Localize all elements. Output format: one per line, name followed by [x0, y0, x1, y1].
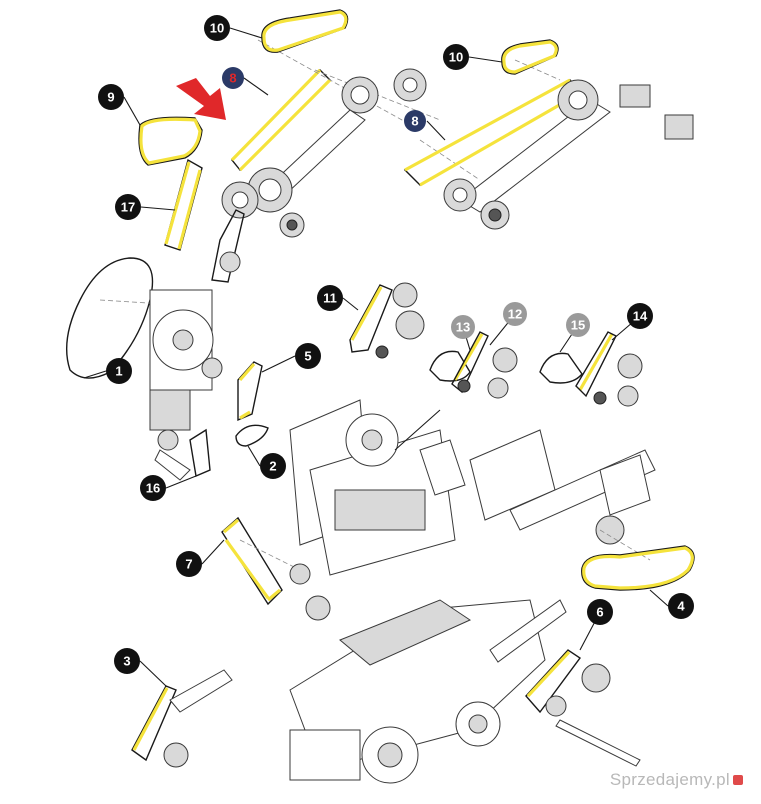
- callout-7: 7: [176, 551, 202, 577]
- callout-label: 4: [677, 599, 685, 614]
- callout-2: 2: [260, 453, 286, 479]
- belt-4: [581, 545, 695, 591]
- watermark-text: Sprzedajemy: [609, 770, 712, 789]
- callout-8-top-right: 8: [404, 110, 426, 132]
- combine-harvester: [289, 599, 567, 784]
- belt-17: [164, 158, 203, 251]
- belt-3: [131, 669, 233, 768]
- callout-label: 17: [121, 200, 135, 215]
- callout-label: 2: [269, 459, 276, 474]
- callout-label: 10: [449, 50, 463, 65]
- assembly-middle-left: [65, 257, 223, 481]
- belt-9: [138, 116, 203, 166]
- assembly-top-right: [403, 59, 694, 230]
- red-arrow-icon: [176, 78, 226, 120]
- watermark-suffix: .pl: [711, 770, 730, 789]
- callout-11: 11: [317, 285, 343, 311]
- callout-label: 13: [456, 320, 470, 335]
- callout-9: 9: [98, 84, 124, 110]
- assembly-11: [349, 282, 425, 359]
- belt-7: [221, 516, 331, 621]
- belt-5: [237, 361, 263, 422]
- callout-1: 1: [106, 358, 132, 384]
- callout-3: 3: [114, 648, 140, 674]
- callout-label: 8: [411, 114, 418, 129]
- callout-label: 9: [107, 90, 114, 105]
- belt-10-top-right: [501, 39, 559, 75]
- callout-17: 17: [115, 194, 141, 220]
- belt-10-top: [261, 9, 349, 53]
- watermark: Sprzedajemy.pl: [610, 770, 743, 790]
- watermark-logo-icon: [733, 775, 743, 785]
- callout-15: 15: [566, 313, 590, 337]
- callout-label: 10: [210, 21, 224, 36]
- chassis-assembly: [509, 449, 656, 561]
- assembly-14-15: [539, 331, 643, 407]
- callout-13: 13: [451, 315, 475, 339]
- callout-label: 8: [229, 71, 236, 86]
- callout-label: 7: [185, 557, 192, 572]
- callout-label: 14: [633, 309, 648, 324]
- callout-5: 5: [295, 343, 321, 369]
- callout-4: 4: [668, 593, 694, 619]
- callout-label: 5: [304, 349, 311, 364]
- belt-6: [525, 649, 641, 767]
- callout-6: 6: [587, 599, 613, 625]
- callout-10-top: 10: [204, 15, 230, 41]
- callout-label: 12: [508, 307, 522, 322]
- engine-assembly: [289, 399, 556, 576]
- belt-2: [235, 424, 269, 447]
- assembly-top-left: [211, 39, 441, 283]
- callout-12: 12: [503, 302, 527, 326]
- callout-label: 16: [146, 481, 160, 496]
- callout-label: 11: [323, 291, 337, 306]
- callout-10-top-right: 10: [443, 44, 469, 70]
- leader-lines: [83, 27, 669, 687]
- callout-label: 1: [115, 364, 122, 379]
- callout-label: 6: [596, 605, 603, 620]
- callout-16: 16: [140, 475, 166, 501]
- callout-label: 15: [571, 318, 585, 333]
- callout-14: 14: [627, 303, 653, 329]
- assembly-12-13: [429, 331, 518, 399]
- callout-label: 3: [123, 654, 130, 669]
- callout-8-top-left: 8: [222, 67, 244, 89]
